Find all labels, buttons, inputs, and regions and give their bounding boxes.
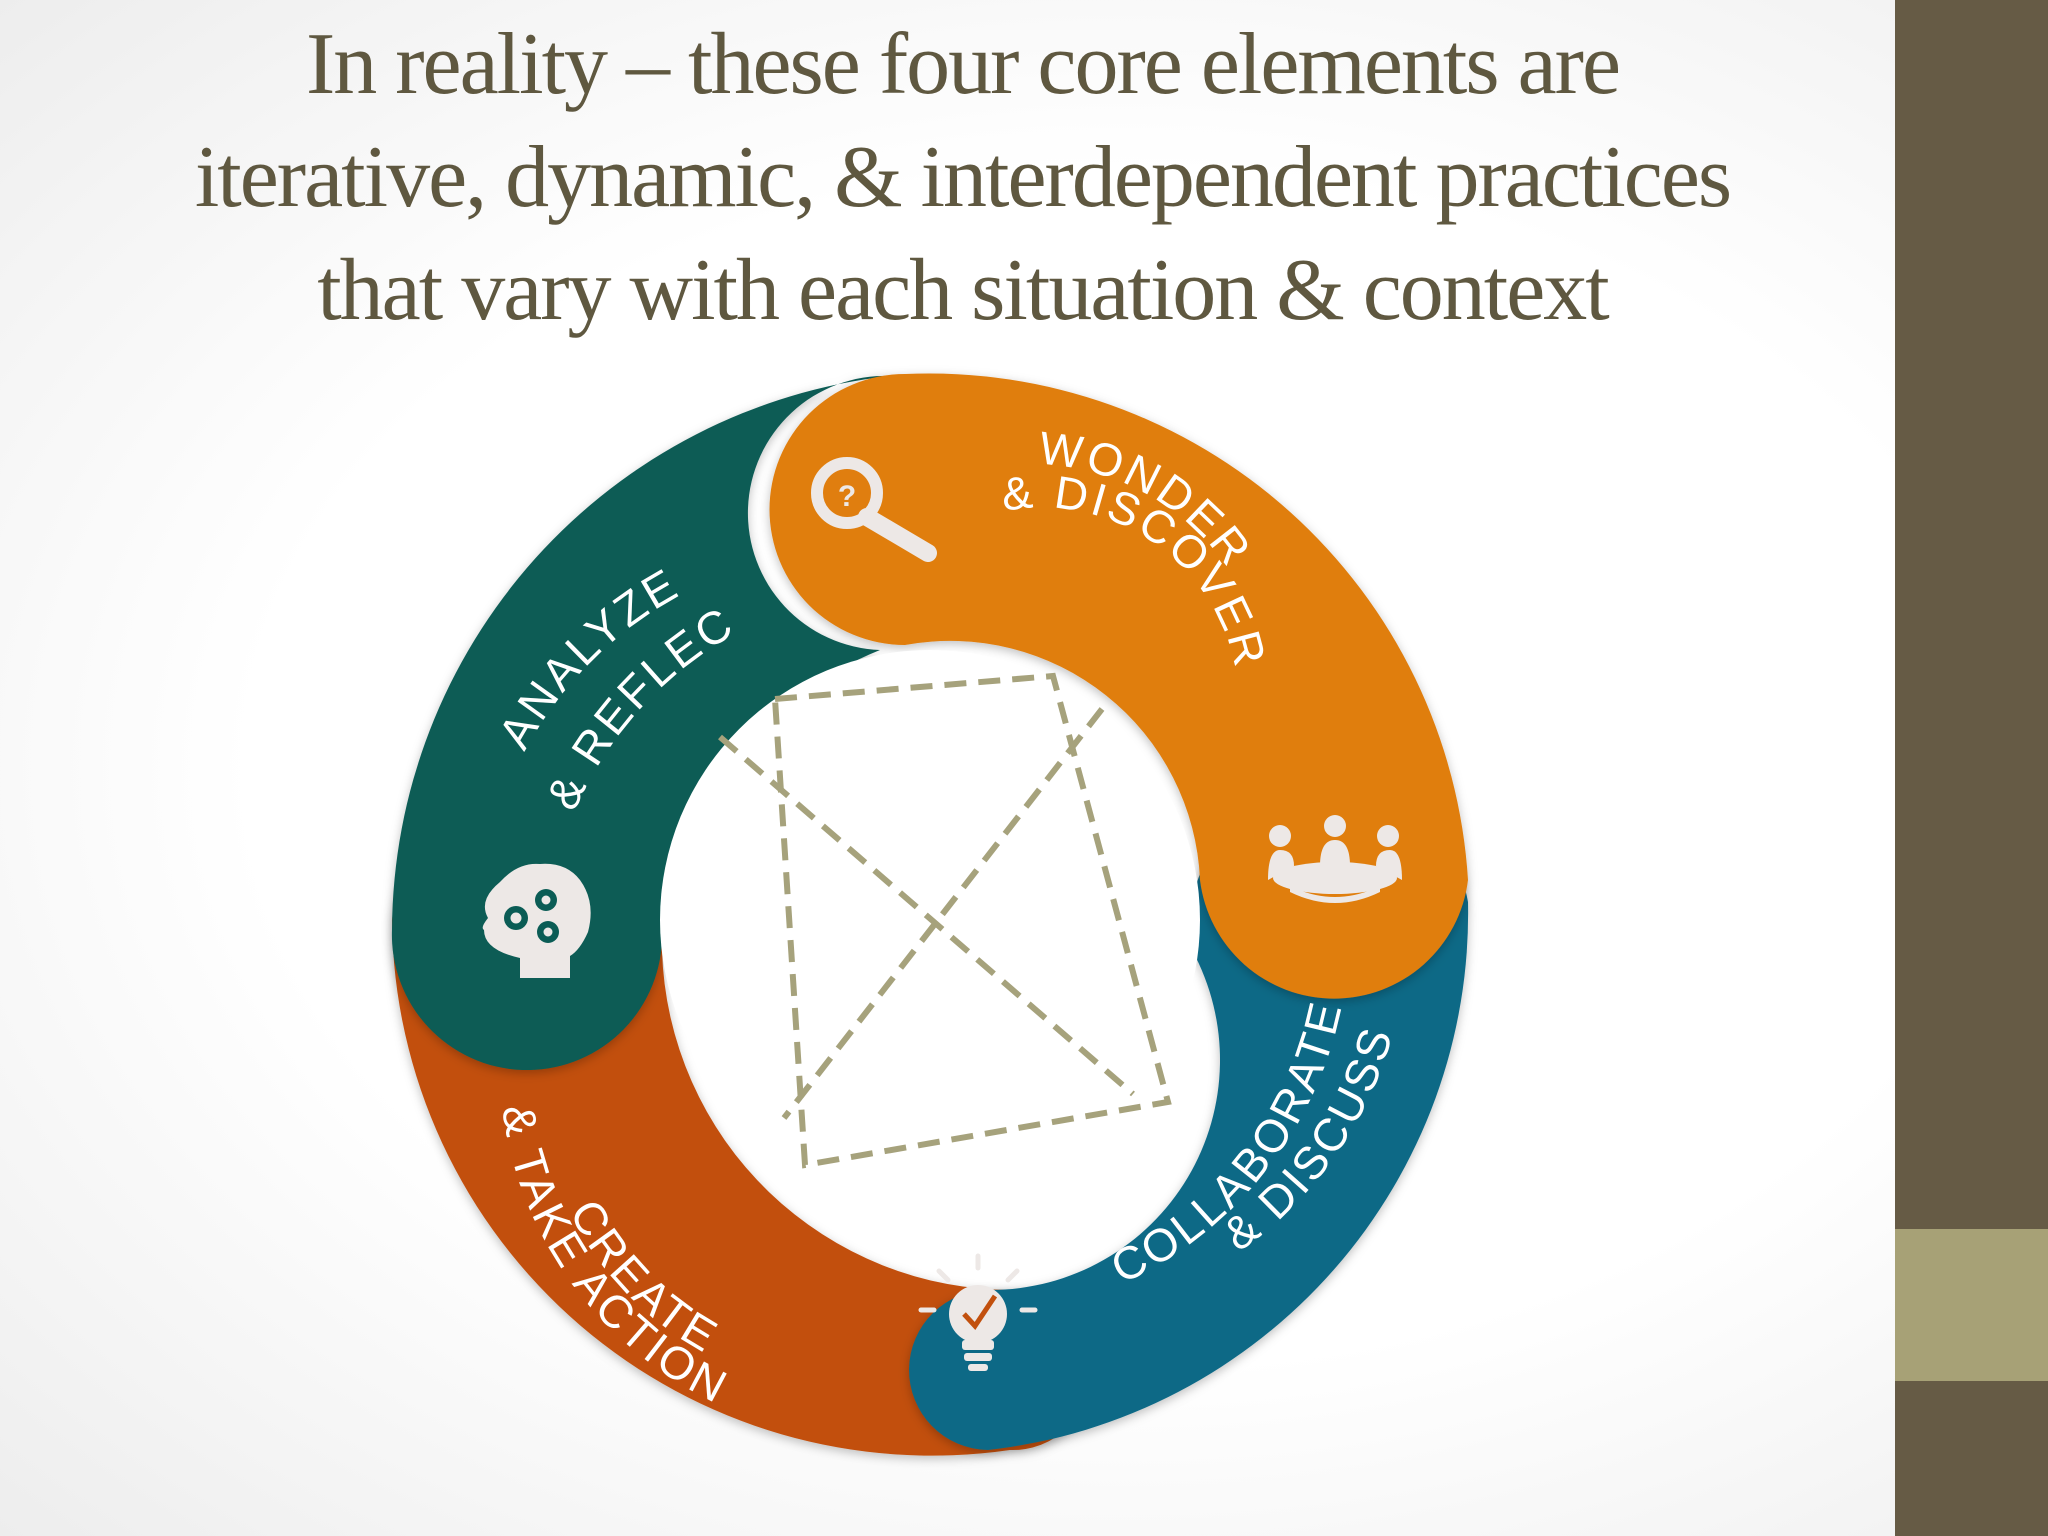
segment-wonder bbox=[769, 373, 1468, 999]
title-line-1: In reality – these four core elements ar… bbox=[305, 16, 1621, 113]
analyze-label-line2: & REFLECT bbox=[0, 0, 743, 817]
meeting-table-icon bbox=[1268, 815, 1402, 903]
dashed-square bbox=[771, 672, 1172, 1169]
lightbulb-check-icon bbox=[918, 1253, 1038, 1371]
dashed-diagonal-2 bbox=[781, 707, 1105, 1120]
head-gears-icon bbox=[482, 863, 591, 978]
title-line-2: iterative, dynamic, & interdependent pra… bbox=[194, 129, 1732, 226]
slide-title: In reality – these four core elements ar… bbox=[40, 8, 1885, 347]
title-line-3: that vary with each situation & context bbox=[317, 242, 1610, 339]
center-dashed-figure bbox=[718, 672, 1172, 1169]
sidebar-accent-block bbox=[1895, 1229, 2048, 1381]
segment-wonder-shape bbox=[769, 373, 1468, 999]
magnifier-question-icon: ? bbox=[811, 457, 937, 562]
svg-text:?: ? bbox=[838, 480, 856, 513]
dashed-diagonal-1 bbox=[718, 734, 1135, 1097]
